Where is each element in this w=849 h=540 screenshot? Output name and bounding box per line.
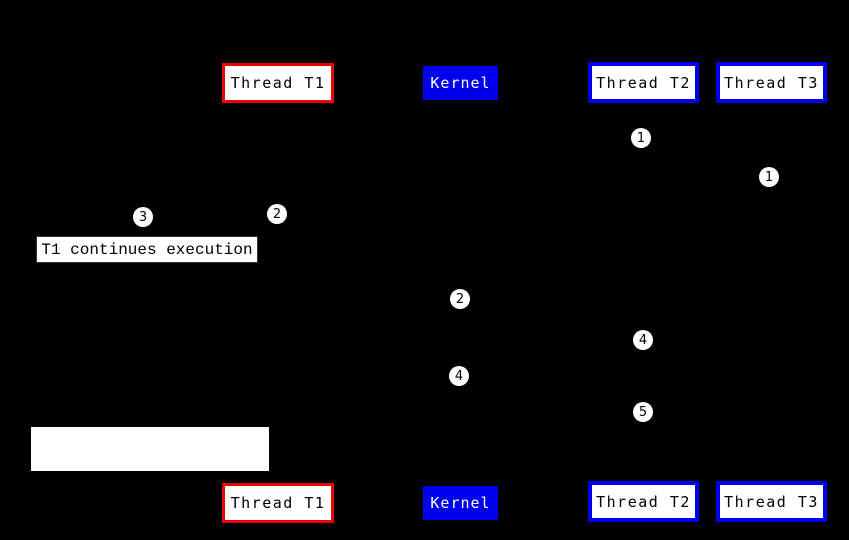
step-marker-3: 3	[133, 207, 153, 227]
step-marker-4-t2: 4	[633, 330, 653, 350]
thread-t2-label-top: Thread T2	[596, 73, 691, 92]
kernel-label-bottom: Kernel	[430, 494, 491, 512]
step-marker-2-t1: 2	[267, 204, 287, 224]
thread-t1-label-bottom: Thread T1	[230, 494, 326, 512]
kernel-label-top: Kernel	[430, 74, 491, 92]
thread-t3-label-top: Thread T3	[724, 73, 819, 92]
thread-t2-label-bottom: Thread T2	[596, 492, 691, 511]
thread-t3-label-bottom: Thread T3	[724, 492, 819, 511]
thread-t1-label-top: Thread T1	[230, 74, 326, 92]
thread-t3-box-bottom: Thread T3	[716, 481, 827, 522]
kernel-box-top: Kernel	[423, 66, 498, 100]
thread-t1-box-top: Thread T1	[222, 63, 334, 103]
note-text: T1 continues execution	[41, 240, 253, 259]
thread-t3-box-top: Thread T3	[716, 62, 827, 103]
thread-t2-box-bottom: Thread T2	[588, 481, 699, 522]
step-marker-4-kernel: 4	[449, 366, 469, 386]
step-marker-1-t2: 1	[631, 128, 651, 148]
thread-t2-box-top: Thread T2	[588, 62, 699, 103]
note-t1-continues-execution: T1 continues execution	[36, 236, 258, 263]
step-marker-1-t3: 1	[759, 167, 779, 187]
step-marker-2-kernel: 2	[450, 289, 470, 309]
kernel-box-bottom: Kernel	[423, 486, 498, 520]
blank-label-box	[31, 427, 269, 471]
thread-t1-box-bottom: Thread T1	[222, 483, 334, 523]
step-marker-5: 5	[633, 402, 653, 422]
